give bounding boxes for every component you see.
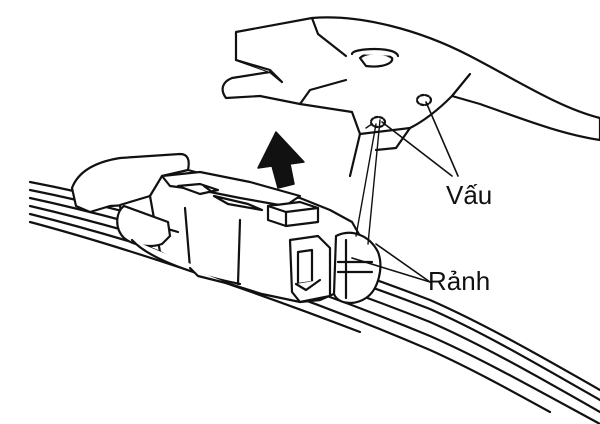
wiper-adapter-clip [70, 152, 382, 304]
wiper-arm-hook [221, 16, 600, 178]
label-ranh: Rảnh [428, 266, 491, 296]
label-vau: Vấu [446, 180, 493, 210]
leader-lines [351, 101, 459, 283]
up-arrow-icon [257, 131, 305, 189]
alignment-lines [355, 119, 381, 245]
